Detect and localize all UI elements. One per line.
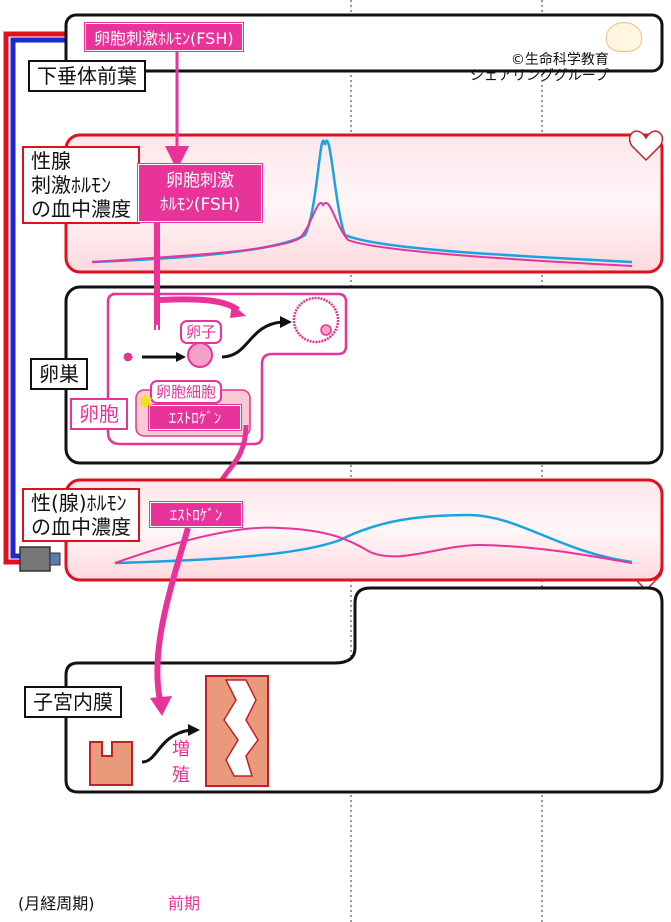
fsh-tag-top: 卵胞刺激ﾎﾙﾓﾝ(FSH) bbox=[85, 23, 243, 51]
fsh-curve bbox=[91, 202, 633, 267]
progesterone-curve bbox=[114, 513, 633, 565]
pituitary-label: 下垂体前葉 bbox=[28, 60, 146, 92]
estrogen-tag-ovary: ｴｽﾄﾛｹﾞﾝ bbox=[149, 405, 241, 430]
fsh-plus-1 bbox=[150, 325, 164, 339]
estrogen-to-endometrium-arrow bbox=[154, 527, 191, 701]
fsh-tag-mid: 卵胞刺激 ﾎﾙﾓﾝ(FSH) bbox=[138, 164, 262, 222]
follicle-label: 卵胞 bbox=[70, 398, 128, 430]
primordial-follicle-icon bbox=[123, 352, 133, 362]
estrogen-tag-blood: ｴｽﾄﾛｹﾞﾝ bbox=[150, 502, 242, 527]
sex-hormone-label: 性(腺)ﾎﾙﾓﾝ の血中濃度 bbox=[22, 488, 140, 542]
mature-follicle-icon bbox=[292, 296, 340, 344]
follicle-cell-label: 卵胞細胞 bbox=[150, 380, 223, 404]
thin-endometrium-icon bbox=[89, 741, 133, 786]
estrogen-curve bbox=[114, 526, 633, 564]
blood-vessel bbox=[3, 31, 66, 565]
egg-label: 卵子 bbox=[180, 320, 223, 344]
endometrium-label: 子宮内膜 bbox=[24, 686, 122, 718]
credit-text: ©生命科学教育 シェアリンググループ bbox=[470, 52, 609, 84]
ovary-label: 卵巣 bbox=[30, 358, 88, 390]
proliferation-label: 増 殖 bbox=[172, 739, 190, 786]
gonadotropin-label: 性腺 刺激ﾎﾙﾓﾝ の血中濃度 bbox=[22, 146, 140, 224]
camera-icon bbox=[19, 546, 61, 572]
heart-icon bbox=[628, 130, 664, 162]
sparkle-icon: ✱ bbox=[138, 392, 154, 413]
bird-logo bbox=[606, 22, 642, 52]
proliferation-arrow bbox=[141, 728, 191, 764]
growth-arrow-2 bbox=[221, 320, 283, 359]
endometrium-panel bbox=[64, 586, 664, 794]
oocyte-icon bbox=[187, 342, 213, 368]
phase-label: 前期 bbox=[168, 894, 201, 913]
cycle-label: (月経周期) bbox=[18, 894, 95, 913]
thick-endometrium-icon bbox=[205, 675, 269, 787]
